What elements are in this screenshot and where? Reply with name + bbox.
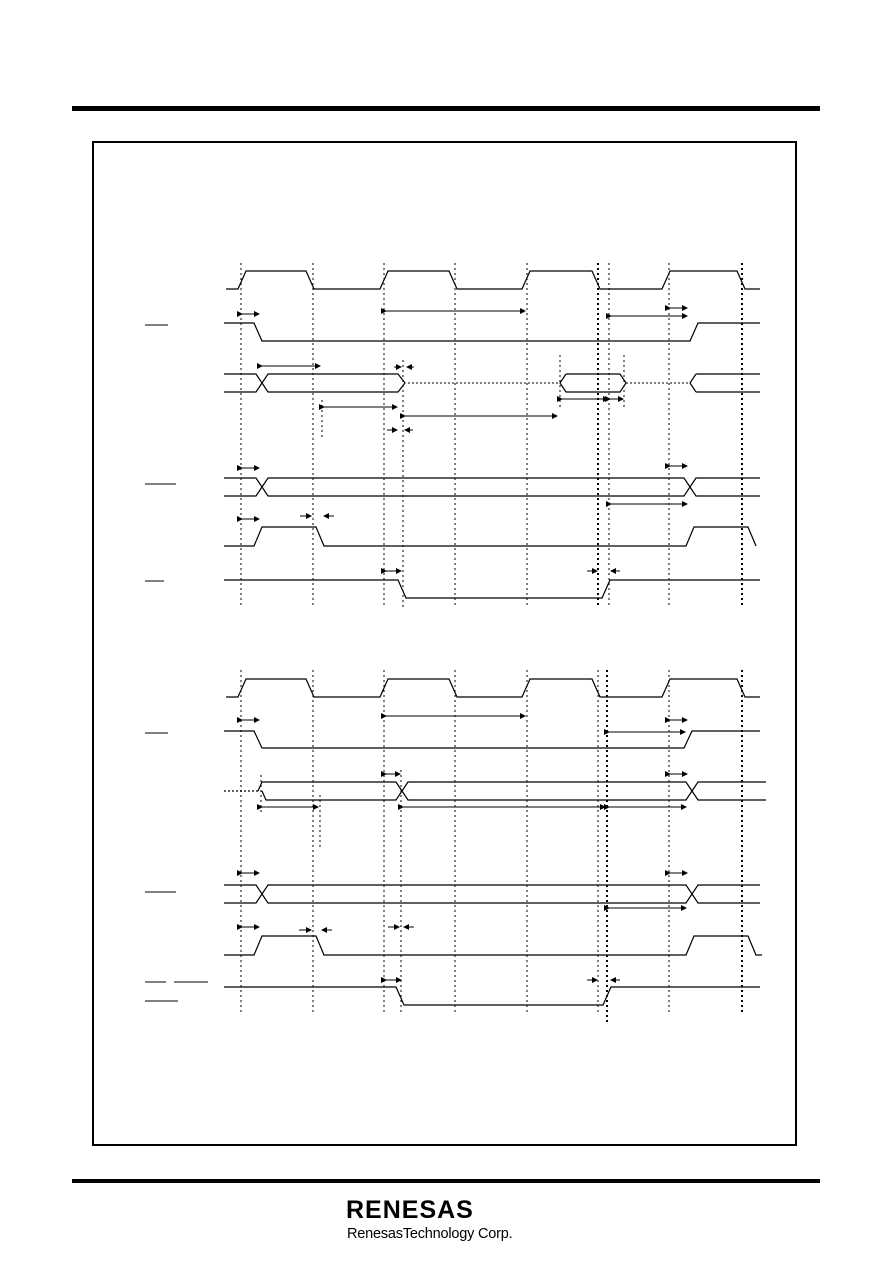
guide-lines-lower [240, 670, 743, 1025]
footer-rule [72, 1179, 820, 1183]
clock-waveform-upper [226, 270, 760, 290]
signal-waveform-3 [224, 526, 757, 547]
data-bus-upper [224, 373, 760, 393]
company-name: RenesasTechnology Corp. [347, 1226, 513, 1242]
data-bus-lower [224, 781, 766, 801]
renesas-logo: RENESAS RenesasTechnology Corp. [346, 1196, 546, 1248]
timing-diagram-frame [92, 141, 797, 1146]
signal-waveform-2 [224, 477, 760, 497]
signal-waveform-4 [224, 579, 760, 599]
header-rule [72, 106, 820, 111]
logo-wordmark: RENESAS [346, 1196, 474, 1224]
signal-waveform-8 [224, 986, 760, 1006]
clock-waveform-lower [226, 678, 760, 698]
signal-waveform-5 [224, 730, 760, 749]
signal-waveform-1 [224, 322, 760, 342]
signal-waveform-6 [224, 884, 760, 904]
signal-waveform-7 [224, 935, 762, 956]
guide-lines-upper [240, 263, 743, 607]
